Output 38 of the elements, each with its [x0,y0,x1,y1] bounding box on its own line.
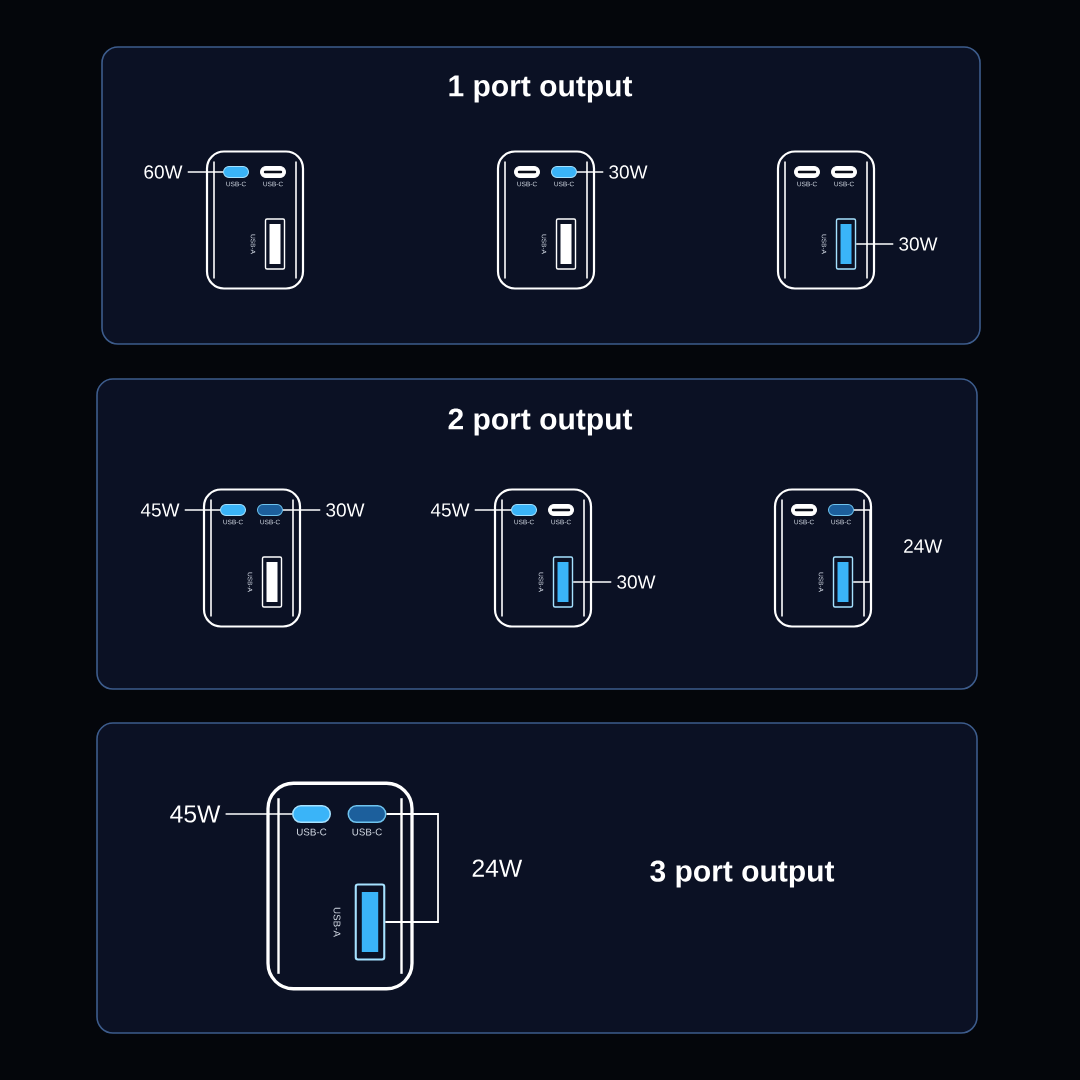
leader-line [474,509,512,511]
wattage-label: 30W [609,165,648,179]
leader-line [385,813,439,869]
leader-line [853,509,871,547]
node-label: USB-C [352,828,382,836]
wattage-label: 30W [326,503,365,517]
node-label: USB-C [297,828,327,836]
leader-line [855,243,894,245]
usb-a-port: USB-A [333,883,386,961]
charger-drawing [773,488,873,628]
leader-line [576,171,604,173]
wattage-label: 24W [904,539,943,553]
leader-line [184,509,221,511]
charger-drawing [493,488,593,628]
wattage-label: 24W [472,859,523,877]
usb-c-port: USB-C [347,805,387,836]
usb-c-port: USB-C [292,805,331,836]
wattage-label: 30W [617,575,656,589]
charger-drawing [776,150,876,290]
wattage-label: 30W [899,237,938,251]
wattage-label: 45W [430,503,470,517]
panel-title: 2 port output [448,408,633,436]
leader-line [187,171,224,173]
panel-title: 1 port output [449,75,633,103]
charger-drawing [205,150,305,290]
leader-line [384,867,439,923]
charger-drawing [266,781,414,991]
wattage-label: 45W [140,503,180,517]
charger-drawing [202,488,302,628]
leader-line [282,509,321,511]
panel-title: 3 port output [650,860,835,888]
wattage-label: 60W [144,165,183,179]
leader-line [852,545,871,583]
charger-drawing [496,150,596,290]
node-label: USB-A [333,907,341,937]
leader-line [224,813,293,815]
leader-line [572,581,612,583]
wattage-label: 45W [170,805,221,823]
